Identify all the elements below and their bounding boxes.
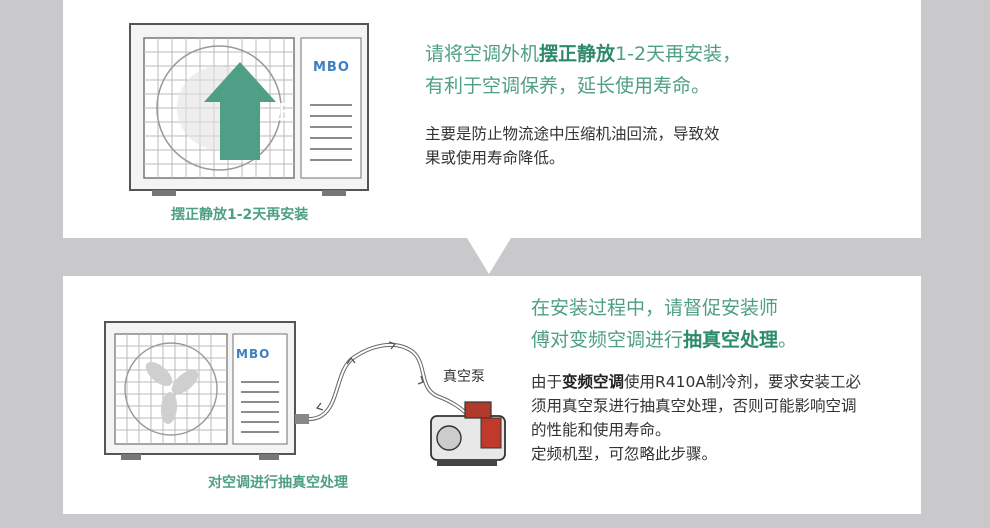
top-headline-part1: 请将空调外机: [425, 43, 540, 65]
top-body-line2: 果或使用寿命降低。: [425, 149, 565, 167]
bottom-headline: 在安装过程中，请督促安装师 傅对变频空调进行抽真空处理。: [531, 292, 797, 356]
brand-logo: MBO: [236, 347, 271, 361]
top-headline-emphasis: 摆正静放: [539, 43, 616, 65]
bottom-headline-part3: 。: [778, 329, 798, 351]
top-headline-line2: 有利于空调保养，延长使用寿命。: [425, 75, 711, 97]
top-body-line1: 主要是防止物流途中压缩机油回流，导致效: [425, 125, 720, 143]
bottom-headline-part1: 傅对变频空调进行: [531, 329, 684, 351]
top-panel: 正 MBO 摆正静放1-2天再安装 请将空调外机摆正静放1-2天再安装， 有利于…: [63, 0, 921, 238]
bottom-panel: MBO 真空泵 对空调进行抽真空处理 在安装过程中，请督促安装师 傅对变频空调进…: [63, 276, 921, 514]
vacuum-pump-label: 真空泵: [443, 369, 485, 385]
bottom-headline-line1: 在安装过程中，请督促安装师: [531, 297, 779, 319]
arrow-label: 正: [271, 100, 291, 124]
vacuum-setup-illustration: [104, 321, 506, 466]
bottom-body-note: 定频机型，可忽略此步骤。: [531, 445, 718, 463]
top-body: 主要是防止物流途中压缩机油回流，导致效 果或使用寿命降低。: [425, 122, 720, 170]
bottom-body-part1: 由于: [531, 373, 563, 391]
pointer-notch: [467, 238, 511, 274]
upright-unit-illustration: [129, 23, 369, 196]
bottom-body: 由于变频空调使用R410A制冷剂，要求安装工必须用真空泵进行抽真空处理，否则可能…: [531, 370, 871, 466]
bottom-body-part3: 使用R410A制冷剂，要求安装工必须用真空泵进行抽真空处理，否则可能影响空调的性…: [531, 373, 861, 439]
bottom-caption: 对空调进行抽真空处理: [208, 475, 348, 491]
brand-logo: MBO: [313, 60, 350, 75]
bottom-headline-emphasis: 抽真空处理: [683, 329, 779, 351]
top-headline-part3: 1-2天再安装，: [615, 43, 742, 65]
top-caption: 摆正静放1-2天再安装: [171, 207, 309, 223]
bottom-body-emphasis: 变频空调: [562, 373, 625, 391]
top-headline: 请将空调外机摆正静放1-2天再安装， 有利于空调保养，延长使用寿命。: [425, 38, 741, 102]
